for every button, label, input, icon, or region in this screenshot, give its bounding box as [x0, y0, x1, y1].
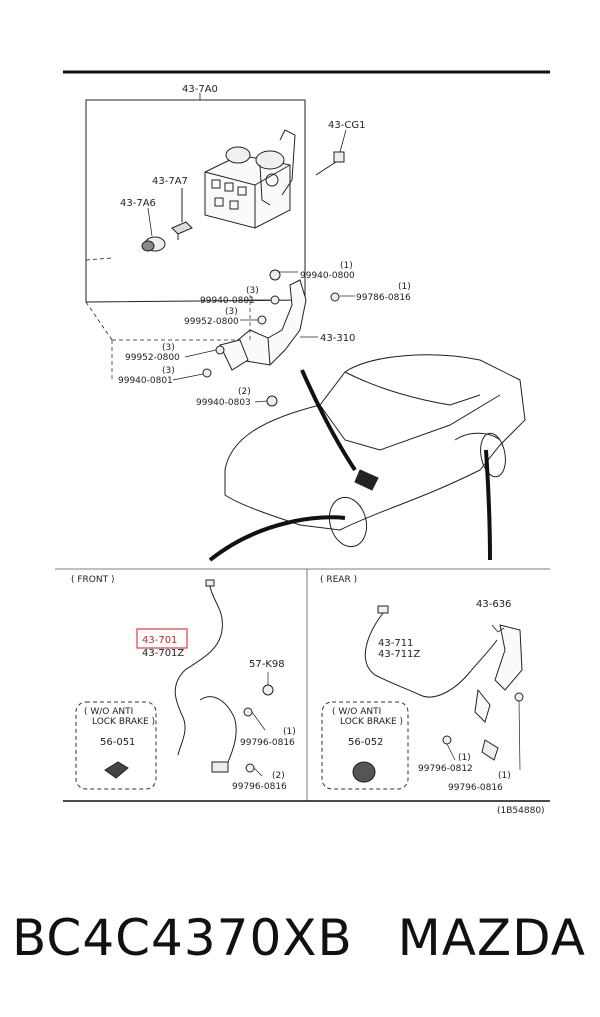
label-qty-99786: (1): [398, 282, 411, 292]
label-cg1: 43-CG1: [328, 120, 365, 131]
label-front-wo-1: ( W/O ANTI: [84, 707, 133, 717]
label-qty-9994-low: (3): [162, 366, 175, 376]
car-illustration: [224, 354, 526, 548]
front-wo-abs-box: [75, 701, 157, 790]
pointer-arrow-rear: [484, 449, 492, 561]
label-rear-grommet: 56-052: [348, 737, 383, 748]
highlight-box: [136, 628, 188, 649]
label-9994-low: 99940-0801: [118, 376, 173, 386]
rear-sensor-illustration: [364, 605, 524, 771]
label-7a6: 43-7A6: [120, 198, 156, 209]
front-sensor-illustration: [174, 579, 274, 777]
label-bracket-310: 43-310: [320, 333, 355, 344]
label-rear-sensor-alt: 43-711Z: [378, 649, 420, 660]
caption-part-number: BC4C4370XB: [12, 909, 353, 967]
bolt-7a7-illustration: [171, 188, 193, 240]
label-7a7: 43-7A7: [152, 176, 188, 187]
label-9994-mid: 99940-0801: [200, 296, 255, 306]
label-99952-b: 99952-0800: [125, 353, 180, 363]
label-qty-99952-a: (3): [225, 307, 238, 317]
parts-diagram: 43-7A0 43-CG1 43-7A7 43-7A6 (1) 99940-08…: [55, 70, 550, 816]
label-qty-9994-top: (1): [340, 261, 353, 271]
hydraulic-unit-box: [85, 93, 306, 341]
label-front-wo-2: LOCK BRAKE ): [92, 717, 155, 727]
label-9994-top: 99940-0800: [300, 271, 355, 281]
label-rear-636: 43-636: [476, 599, 511, 610]
caption: BC4C4370XB MAZDA: [0, 903, 600, 973]
mount-7a6-illustration: [141, 207, 166, 252]
label-front-qty-b: (2): [272, 771, 285, 781]
label-rear-wo-2: LOCK BRAKE ): [340, 717, 403, 727]
bracket-310-illustration: [111, 269, 355, 407]
label-front-bolt-a: 99796-0816: [240, 738, 295, 748]
rear-section-title: ( REAR ): [320, 575, 357, 585]
label-rear-wo-1: ( W/O ANTI: [332, 707, 381, 717]
hydraulic-unit-illustration: [204, 129, 296, 229]
label-hu-assembly: 43-7A0: [182, 84, 218, 95]
rear-wo-abs-box: [321, 701, 409, 790]
pointer-arrow-front: [208, 515, 346, 562]
label-front-sensor-highlight: 43-701: [142, 635, 177, 646]
label-rear-qty-a: (1): [458, 753, 471, 763]
label-front-grommet: 56-051: [100, 737, 135, 748]
front-section-title: ( FRONT ): [71, 575, 115, 585]
label-rear-bolt-b: 99796-0816: [448, 783, 503, 793]
label-front-bolt-b: 99796-0816: [232, 782, 287, 792]
label-rear-sensor: 43-711: [378, 638, 413, 649]
label-k98: 57-K98: [249, 659, 285, 670]
label-99786: 99786-0816: [356, 293, 411, 303]
pointer-arrow-hu: [300, 369, 357, 472]
label-qty-99952-b: (3): [162, 343, 175, 353]
label-rear-qty-b: (1): [498, 771, 511, 781]
figure-id: (1B54880): [497, 806, 545, 816]
label-rear-bolt-a: 99796-0812: [418, 764, 473, 774]
label-qty-9994-mid: (3): [246, 286, 259, 296]
label-qty-99940-0803: (2): [238, 387, 251, 397]
label-99952-a: 99952-0800: [184, 317, 239, 327]
label-99940-0803: 99940-0803: [196, 398, 251, 408]
label-front-sensor-alt: 43-701Z: [142, 648, 184, 659]
label-front-qty-a: (1): [283, 727, 296, 737]
sensor-cg1-illustration: [315, 129, 347, 176]
caption-brand: MAZDA: [397, 909, 586, 967]
